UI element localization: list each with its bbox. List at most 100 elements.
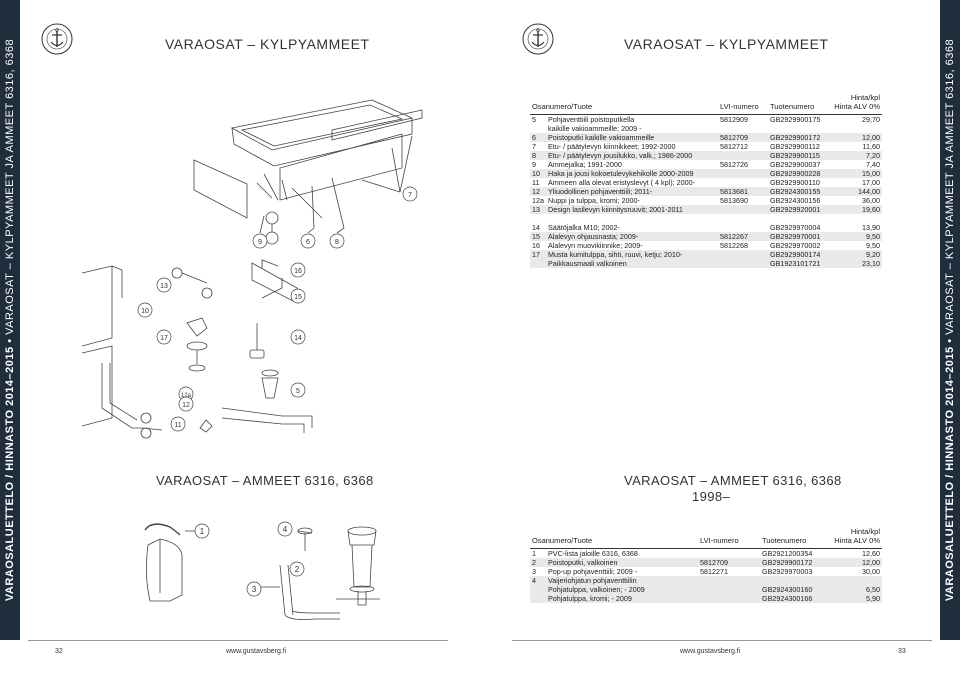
cell-number: 6 [530, 133, 546, 142]
tub-parts-diagram: 1 4 2 3 [140, 515, 440, 625]
cell-product [546, 214, 718, 223]
parts-table-kylpyammeet: Osanumero/Tuote LVI-numero Tuotenumero H… [530, 93, 882, 268]
cell-lvi [718, 169, 768, 178]
cell-price [830, 214, 882, 223]
cell-number: 2 [530, 558, 546, 567]
cell-product: Yliuodollinen pohjaventtiili; 2011- [546, 187, 718, 196]
callout-6: 6 [306, 239, 310, 246]
cell-product: Etu- / päätylevyn jousilukko, valk.; 198… [546, 151, 718, 160]
cell-tuotenumero: GB2924300160 [760, 585, 830, 594]
cell-tuotenumero: GB2929900037 [770, 160, 821, 169]
cell-number: 12 [530, 187, 546, 196]
cell-tuotenumero: GB2924300166 [760, 594, 830, 603]
cell-tuotenumero: GB2929900175 [770, 115, 821, 124]
cell-price: 7,20 [830, 151, 882, 160]
cell-number: 14 [532, 223, 540, 232]
gustavsberg-logo-left [40, 22, 74, 56]
cell-price: 6,50 [830, 585, 882, 594]
cell-product: Alalevyn muovikiinnike; 2009- [548, 241, 643, 250]
cell-tuotenumero [768, 214, 830, 223]
callout-13: 13 [160, 283, 168, 290]
cell-product: Pop-up pohjaventtiili; 2009 - [548, 567, 638, 576]
cell-price: 12,00 [830, 133, 882, 142]
cell-tuotenumero: GB2929970002 [770, 241, 821, 250]
cell-product: Haka ja jousi kokoetulevykehikolle 2000-… [546, 169, 718, 178]
header-lvi: LVI-numero [718, 93, 768, 115]
header2-lvi: LVI-numero [698, 527, 760, 549]
callout-15: 15 [294, 294, 302, 301]
right-page-title: VARAOSAT – KYLPYAMMEET [624, 36, 829, 52]
footer-line-left [28, 640, 448, 641]
header-hinta-line2: Hinta ALV 0% [834, 102, 880, 111]
cell-lvi: 5813690 [720, 196, 748, 205]
cell-number: 17 [530, 250, 546, 259]
cell-tuotenumero: GB2929900174 [768, 250, 830, 259]
cell-number [530, 594, 546, 603]
cell-price [830, 124, 882, 133]
cell-lvi [718, 151, 768, 160]
header-osanumero: Osanumero/Tuote [530, 93, 718, 115]
cell-price: 12,00 [830, 558, 882, 567]
cell-tuotenumero: GB2929900228 [768, 169, 830, 178]
cell-price: 17,00 [862, 178, 880, 187]
header-hinta-line1: Hinta/kpl [850, 93, 880, 102]
right-section2-title: VARAOSAT – AMMEET 6316, 6368 [624, 473, 842, 488]
cell-price: 36,00 [862, 196, 880, 205]
cell-product: PVC-lista jaloille 6316, 6368 [548, 549, 638, 558]
right-sidebar-text: VARAOSALUETTELO / HINNASTO 2014–2015 • V… [944, 39, 956, 601]
cell-tuotenumero: GB2924300156 [770, 196, 821, 205]
cell-price: 9,20 [830, 250, 882, 259]
right-section2-subtitle: 1998– [692, 489, 731, 504]
cell-number: 10 [530, 169, 546, 178]
cell-number [530, 124, 546, 133]
cell-tuotenumero: GB1923101721 [768, 259, 830, 268]
cell-product: Vaijeriohjatun pohjaventtiilin [546, 576, 698, 585]
cell-product: Pohjatulppa, valkoinen; - 2009 [546, 585, 698, 594]
cell-price: 19,60 [830, 205, 882, 214]
cell-number: 4 [530, 576, 546, 585]
cell-product: kaikille vakioammeille; 2009 - [548, 124, 642, 133]
cell-number: 1 [532, 549, 536, 558]
callout-7: 7 [408, 192, 412, 199]
cell-price: 13,90 [862, 223, 880, 232]
cell-price: 7,40 [866, 160, 880, 169]
cell-tuotenumero [768, 124, 830, 133]
cell-product: Poistoputki kaikille vakioammeille [546, 133, 718, 142]
cell-lvi [718, 259, 768, 268]
cell-product: Design lasilevyn kiinnitysruuvit; 2001-2… [546, 205, 718, 214]
left-sidebar: VARAOSALUETTELO / HINNASTO 2014–2015 • V… [0, 0, 20, 640]
cell-lvi: 5812709 [698, 558, 760, 567]
left-sidebar-bold: VARAOSALUETTELO / HINNASTO 2014–2015 [4, 346, 16, 602]
cell-price [830, 576, 882, 585]
cell-lvi: 5812709 [718, 133, 768, 142]
cell-tuotenumero: GB2924300155 [768, 187, 830, 196]
cell-price: 23,10 [830, 259, 882, 268]
parts-table-ammeet: Osanumero/Tuote LVI-numero Tuotenumero H… [530, 527, 882, 603]
callout-5: 5 [296, 388, 300, 395]
callout-10: 10 [141, 308, 149, 315]
cell-number: 15 [530, 232, 546, 241]
right-sidebar-rest: • VARAOSAT – KYLPYAMMEET JA AMMEET 6316,… [944, 38, 956, 347]
cell-number: 8 [530, 151, 546, 160]
cell-product: Alalevyn ohjausnasta; 2009- [546, 232, 718, 241]
cell-tuotenumero: GB2929900172 [760, 558, 830, 567]
anchor-logo-icon [522, 23, 554, 55]
cell-tuotenumero: GB2929900115 [768, 151, 830, 160]
right-sidebar-bold: VARAOSALUETTELO / HINNASTO 2014–2015 [944, 346, 956, 602]
cell-lvi [718, 205, 768, 214]
cell-lvi: 5812271 [700, 567, 728, 576]
page-number-left: 32 [55, 648, 63, 655]
cell-tuotenumero: GB2929970001 [768, 232, 830, 241]
cell-tuotenumero [760, 576, 830, 585]
cell-number: 12a [532, 196, 544, 205]
callout-12: 12 [182, 402, 190, 409]
callout-9: 9 [258, 239, 262, 246]
